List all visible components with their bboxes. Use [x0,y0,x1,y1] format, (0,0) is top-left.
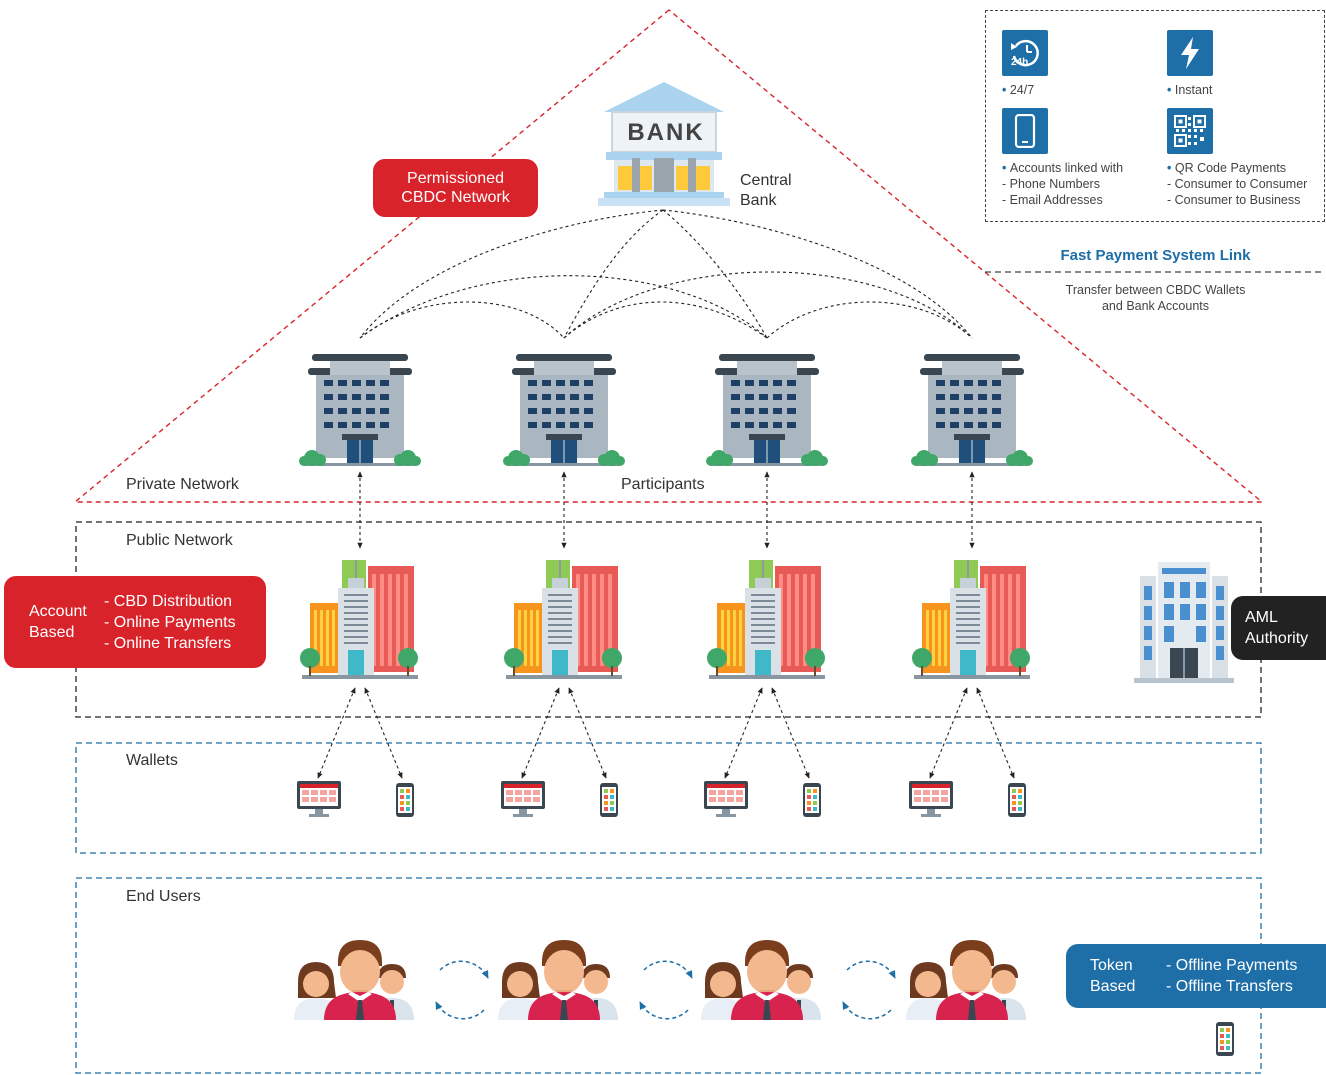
fast-payment-link-title: Fast Payment System Link [1060,247,1251,264]
private-public-links [357,471,975,549]
desktop-wallet-1-icon [297,781,341,817]
feature-instant-title: Instant [1174,83,1213,97]
participant-bank-2-icon [502,353,626,467]
token-based-title-line2: Based [1090,978,1136,995]
mobile-wallet-2-icon [600,783,618,817]
account-based-title-line2: Based [29,624,75,641]
feature-accounts-linked: • Accounts linked with - Phone Numbers -… [1002,108,1167,208]
public-institution-1-icon [300,560,418,679]
wallets-zone [75,742,1262,854]
permissioned-network-label-line2: CBDC Network [401,189,510,206]
aml-authority-label: AML Authority [1231,596,1326,660]
token-based-title-line1: Token [1090,957,1133,974]
public-institution-2-icon [504,560,622,679]
central-bank-label-line2: Bank [740,192,777,209]
desktop-wallet-2-icon [501,781,545,817]
end-user-group-3-icon [701,940,821,1020]
token-based-item-1: - Offline Payments [1166,957,1298,974]
feature-qr-detail-2: - Consumer to Business [1167,193,1301,207]
feature-accounts-detail-1: - Phone Numbers [1002,177,1100,191]
token-based-item-2: - Offline Transfers [1166,978,1293,995]
central-bank-label-line1: Central [740,172,792,189]
end-user-group-2-icon [498,940,618,1020]
feature-accounts-title: Accounts linked with [1009,161,1124,175]
payment-features-legend: 24h • 24/7 • Instant • Accounts linked w… [985,10,1325,222]
participant-bank-4-icon [910,353,1034,467]
feature-24-7: 24h • 24/7 [1002,30,1167,98]
feature-accounts-detail-2: - Email Addresses [1002,193,1103,207]
mobile-wallet-1-icon [396,783,414,817]
participant-bank-3-icon [705,353,829,467]
account-based-label: Account Based - CBD Distribution - Onlin… [4,576,266,668]
wallets-label: Wallets [126,752,178,769]
permissioned-network-label-line1: Permissioned [407,170,504,187]
account-based-title-line1: Account [29,603,87,620]
lightning-icon [1167,30,1213,76]
aml-authority-line1: AML [1245,609,1278,626]
account-based-item-2: - Online Payments [104,613,236,631]
participant-bank-1-icon [298,353,422,467]
smartphone-icon [1002,108,1048,154]
feature-qr-title: QR Code Payments [1174,161,1287,175]
end-users-label: End Users [126,888,201,905]
mobile-wallet-4-icon [1008,783,1026,817]
p2p-exchange-2-icon [640,961,692,1018]
fast-payment-link-description: Transfer between CBDC Wallets and Bank A… [985,282,1326,314]
fast-payment-link-desc-line2: and Bank Accounts [1101,299,1210,313]
account-based-item-3: - Online Transfers [104,634,232,652]
cbdc-network-boundary [73,9,1264,503]
mobile-wallet-3-icon [803,783,821,817]
fast-payment-link-desc-line1: Transfer between CBDC Wallets [1065,283,1246,297]
public-institution-3-icon [707,560,825,679]
bank-sign-text: BANK [627,119,704,146]
clock-24h-text: 24h [1011,57,1028,68]
interbank-connections [359,209,973,339]
desktop-wallet-3-icon [704,781,748,817]
participants-label: Participants [621,476,705,493]
feature-instant: • Instant [1167,30,1326,98]
aml-authority-building-icon [1134,562,1234,683]
permissioned-network-label: Permissioned CBDC Network [373,159,538,217]
clock-24h-icon: 24h [1002,30,1048,76]
token-based-label: Token Based - Offline Payments - Offline… [1066,944,1326,1008]
public-network-label: Public Network [126,532,233,549]
public-institution-4-icon [912,560,1030,679]
private-network-label: Private Network [126,476,239,493]
end-user-group-1-icon [294,940,414,1020]
central-bank-label: Central Bank [740,171,792,211]
desktop-wallet-4-icon [909,781,953,817]
end-user-group-4-icon [906,940,1026,1020]
p2p-exchange-3-icon [843,961,895,1018]
aml-authority-line2: Authority [1245,630,1309,647]
offline-phone-icon [1216,1022,1234,1056]
public-wallet-links [317,687,1015,779]
central-bank-icon [598,82,730,206]
feature-qr-payments: • QR Code Payments - Consumer to Consume… [1167,108,1326,208]
feature-24-7-title: 24/7 [1009,83,1035,97]
account-based-item-1: - CBD Distribution [104,592,233,610]
feature-qr-detail-1: - Consumer to Consumer [1167,177,1308,191]
p2p-exchange-1-icon [436,961,488,1018]
qr-code-icon [1167,108,1213,154]
